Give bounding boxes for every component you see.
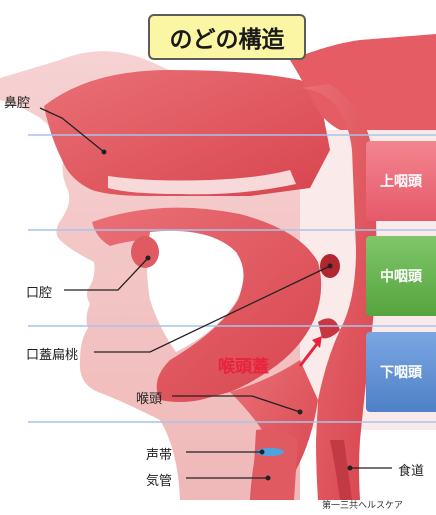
leader-tonsil: [94, 265, 331, 353]
diagram-title: のどの構造: [148, 14, 306, 60]
label-trachea: 気管: [146, 474, 173, 489]
label-nasal-cavity: 鼻腔: [4, 96, 31, 111]
epiglottis-shape: [318, 318, 340, 339]
leader-esophagus-dot: [347, 465, 353, 471]
region-upper-pharynx: 上咽頭: [366, 141, 436, 221]
leader-nasal: [39, 107, 105, 153]
leader-larynx-dot: [297, 409, 303, 415]
label-epiglottis: 喉頭蓋: [218, 357, 269, 377]
skull-back: [290, 34, 436, 130]
label-tonsil: 口蓋扁桃: [26, 348, 79, 363]
tongue: [92, 207, 322, 402]
label-larynx: 喉頭: [136, 392, 163, 407]
label-oral-cavity: 口腔: [26, 286, 53, 301]
leader-trachea-dot: [265, 475, 271, 481]
credit-text: 第一三共ヘルスケア: [322, 501, 404, 511]
leader-nasal-dot: [101, 149, 107, 155]
epiglottis-arrowhead: [312, 336, 322, 348]
leader-oral: [64, 257, 149, 291]
leader-oral-dot: [145, 255, 151, 261]
oral-air: [147, 230, 244, 352]
uvula: [131, 236, 159, 268]
leader-vocal-dot: [259, 449, 265, 455]
leader-larynx: [172, 395, 301, 413]
pharynx-wall: [300, 84, 377, 500]
nasal-inner: [108, 170, 296, 195]
esophagus-tube: [330, 440, 352, 500]
label-vocal-cords: 声帯: [146, 448, 173, 463]
region-lower-pharynx: 下咽頭: [366, 332, 436, 412]
nasal-cavity: [44, 70, 330, 196]
region-middle-pharynx: 中咽頭: [366, 236, 436, 316]
trachea-tube: [252, 429, 298, 500]
leader-tonsil-dot: [327, 263, 333, 269]
label-esophagus: 食道: [398, 464, 425, 479]
